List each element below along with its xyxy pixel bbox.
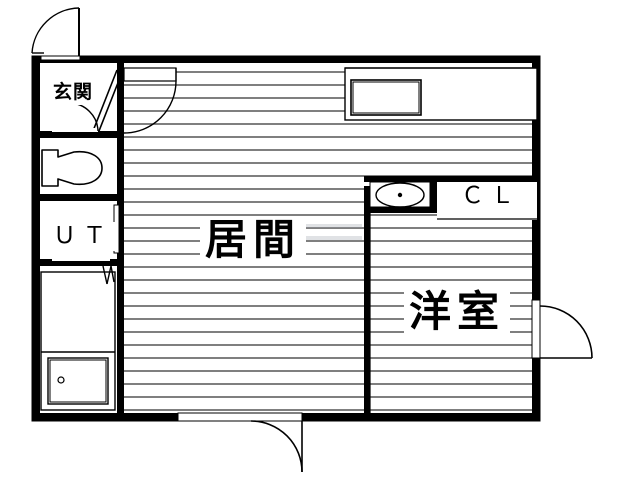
room-label-living: 居間 — [200, 216, 307, 264]
kitchen-counter-fixture — [344, 67, 538, 121]
genkan-room — [92, 69, 124, 132]
room-label-genkan: 玄関 — [48, 80, 99, 105]
floor-hatching-group — [124, 71, 537, 411]
room-label-ut: ＵＴ — [48, 222, 118, 251]
room-label-closet: ＣＬ — [456, 182, 526, 211]
balcony-door-bottom — [177, 412, 303, 473]
interior-walls — [32, 63, 537, 421]
balcony-door-right — [531, 299, 593, 359]
genkan-interior-door — [52, 102, 99, 132]
toilet-fixture — [41, 149, 103, 187]
watermark-group — [296, 224, 362, 240]
room-label-bedroom: 洋室 — [404, 288, 511, 336]
bathroom-folding-door — [52, 256, 115, 285]
living-room-door — [123, 67, 177, 134]
entrance-door — [31, 7, 81, 61]
bathroom-unit — [40, 271, 116, 411]
washbasin-fixture — [369, 181, 431, 208]
